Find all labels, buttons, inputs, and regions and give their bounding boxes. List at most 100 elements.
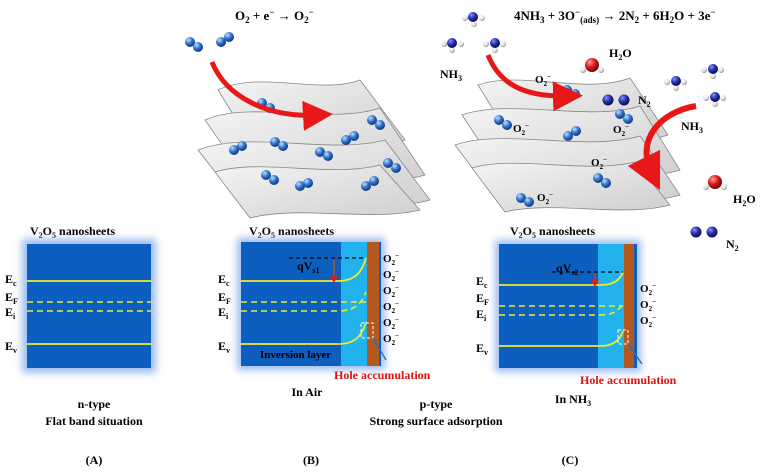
intrinsic-level (241, 291, 367, 312)
label-nh3-right: NH3 (681, 119, 703, 135)
o2-molecule (361, 176, 379, 191)
arrow-air-in (209, 61, 333, 131)
o2-adsorbed-label: O2− (591, 156, 607, 171)
shared-caption-line1: p-type (420, 397, 453, 411)
panel-a-caption-2: Flat band situation (45, 414, 143, 428)
valence-band (499, 330, 624, 347)
label-n2-top: N2 (638, 93, 651, 109)
o2-molecule (383, 158, 401, 173)
label-h2o-right: H2O (733, 192, 756, 208)
hole-pointer (372, 337, 387, 361)
label-ev: Ev (5, 339, 17, 355)
label-ec: Ec (218, 272, 230, 288)
label-ei: Ei (218, 305, 229, 321)
svg-text:O2−: O2− (640, 314, 656, 329)
hole-accumulation-label: Hole accumulation (334, 368, 431, 382)
inversion-layer-label: Inversion layer (260, 349, 331, 361)
nh3-molecule (483, 38, 506, 53)
shared-caption-line2: Strong surface adsorption (369, 414, 502, 428)
svg-text:O2−: O2− (383, 252, 399, 267)
panel-b-letter: (B) (303, 453, 319, 467)
o2-adsorbed-label: O2− (613, 123, 629, 138)
reaction-ammonia: 4NH3 + 3O−(ads) → 2N2 + 6H2O + 3e− (514, 7, 716, 25)
nh3-molecule (701, 64, 724, 79)
panel-c-caption: In NH3 (555, 392, 591, 408)
hole-box (617, 329, 629, 345)
nanosheet-stack-nh3 (454, 77, 681, 213)
surface-layer (367, 242, 379, 366)
surface-o2-labels: O2− O2− O2− O2− O2− O2− (383, 252, 399, 347)
svg-text:O2−: O2− (383, 268, 399, 283)
ammonia-molecules (441, 12, 726, 107)
label-h2o-top: H2O (609, 46, 632, 62)
panel-a-letter: (A) (86, 453, 103, 467)
hole-box (360, 322, 374, 339)
panel-b-caption: In Air (291, 385, 323, 399)
panel-c: V2O5 nanosheets Ec EF Ei Ev qVs2 O2− O2−… (476, 224, 677, 467)
valence-band (241, 321, 367, 345)
label-n2-right: N2 (726, 237, 739, 253)
o2-molecule (229, 141, 247, 155)
o2-molecule (185, 37, 203, 52)
o2-molecule (615, 109, 633, 124)
reaction-oxygen: O2 + e− → O2− (235, 7, 314, 25)
arrow-nh3-out (627, 103, 697, 191)
label-ef: EF (218, 290, 231, 306)
label-ei: Ei (476, 307, 487, 323)
svg-text:O2−: O2− (383, 316, 399, 331)
o2-molecule (494, 115, 512, 130)
hole-accumulation-label: Hole accumulation (580, 373, 677, 387)
o2-adsorbed-label: O2− (513, 122, 529, 137)
barrier-label-qvs2: qVs2 (556, 261, 578, 277)
surface-layer (624, 244, 634, 368)
o2-molecule (261, 170, 279, 185)
conduction-band (499, 271, 624, 286)
oxygen-molecules (185, 32, 633, 207)
depletion-region (341, 242, 367, 366)
adsorbed-o2-labels: O2− O2− O2− O2− O2− (513, 73, 629, 206)
panel-a-caption-1: n-type (78, 397, 111, 411)
o2-molecule (315, 147, 333, 161)
hole-pointer (627, 343, 643, 365)
o2-molecule (593, 173, 611, 188)
water-molecule-top (580, 58, 604, 73)
water-molecule-right (703, 175, 727, 190)
label-nh3-top: NH3 (440, 67, 462, 83)
o2-molecule (270, 137, 288, 151)
panel-a-title: V2O5 nanosheets (30, 224, 115, 240)
nh3-molecule (462, 12, 485, 27)
intrinsic-level (499, 301, 624, 316)
label-ei: Ei (5, 305, 16, 321)
panel-b: V2O5 nanosheets Ec EF Ei Ev qVs1 Inversi… (218, 224, 431, 467)
svg-text:O2−: O2− (383, 284, 399, 299)
panel-a: V2O5 nanosheets Ec EF Ei Ev n-type Flat … (5, 224, 156, 467)
label-ev: Ev (218, 339, 230, 355)
svg-text:O2−: O2− (383, 300, 399, 315)
svg-text:O2−: O2− (640, 298, 656, 313)
o2-molecule (295, 178, 313, 191)
arrow-nh3-in (485, 54, 583, 112)
o2-molecule (341, 131, 359, 145)
o2-molecule (516, 193, 534, 207)
panel-c-title: V2O5 nanosheets (510, 224, 595, 240)
o2-adsorbed-label: O2− (535, 73, 551, 88)
band-box (27, 244, 151, 368)
nh3-molecule (703, 92, 726, 107)
o2-adsorbed-label: O2− (537, 191, 553, 206)
nh3-molecule (441, 38, 464, 53)
n2-molecule-top (602, 94, 630, 106)
nh3-molecule (664, 76, 687, 91)
label-ef: EF (476, 291, 489, 307)
n2-molecule-right (690, 226, 718, 238)
label-ec: Ec (476, 274, 488, 290)
label-ev: Ev (476, 341, 488, 357)
svg-text:O2−: O2− (640, 282, 656, 297)
barrier-label-qvs1: qVs1 (297, 259, 319, 275)
o2-molecule (563, 126, 581, 141)
svg-text:O2−: O2− (383, 332, 399, 347)
surface-o2-labels: O2− O2− O2− (640, 282, 656, 329)
o2-molecule (216, 32, 234, 47)
o2-molecule (367, 115, 385, 130)
label-ef: EF (5, 290, 18, 306)
